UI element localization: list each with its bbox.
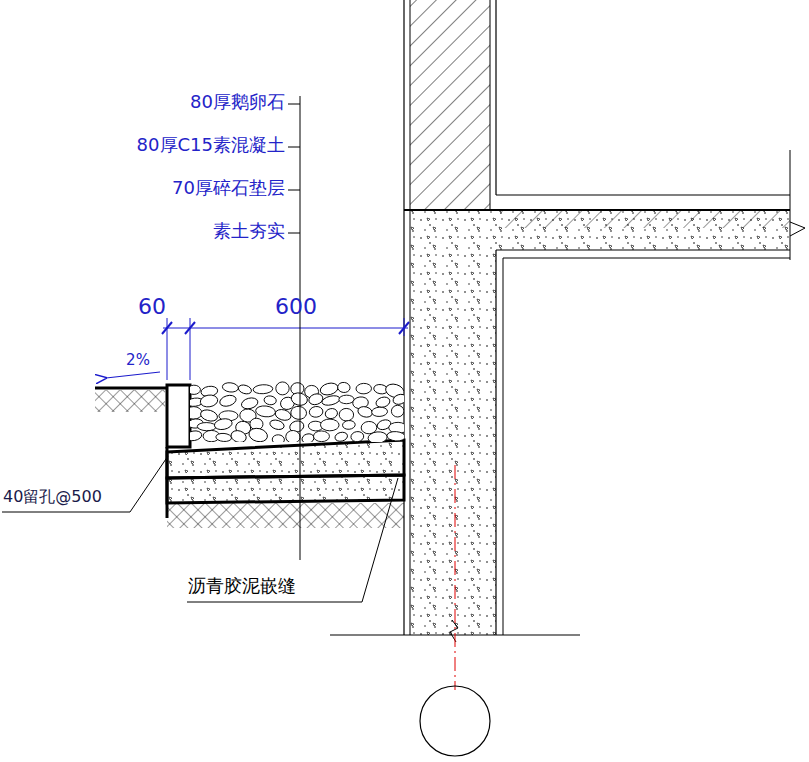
pebble bbox=[334, 431, 348, 442]
pebble bbox=[269, 418, 285, 431]
pebble bbox=[375, 395, 391, 408]
pebble bbox=[342, 420, 355, 430]
pebble bbox=[216, 433, 232, 442]
pebble bbox=[190, 430, 203, 442]
pebble bbox=[218, 394, 237, 409]
pebble bbox=[392, 393, 404, 406]
note-label: 40留孔@500 bbox=[3, 488, 102, 506]
dimension-label: 60 bbox=[138, 294, 166, 319]
pebble bbox=[321, 394, 341, 407]
pebble bbox=[387, 431, 404, 442]
pebble bbox=[337, 382, 351, 394]
pebble bbox=[290, 391, 309, 407]
pebble bbox=[307, 392, 324, 406]
note-label: 沥青胶泥嵌缝 bbox=[188, 576, 296, 597]
slope-label: 2% bbox=[126, 352, 150, 369]
pebble bbox=[248, 426, 269, 442]
pebble bbox=[264, 395, 277, 405]
pebble bbox=[290, 406, 307, 421]
pebble bbox=[255, 405, 276, 418]
pebble bbox=[309, 406, 324, 418]
dimension-label: 600 bbox=[275, 294, 317, 319]
pebble bbox=[350, 431, 364, 442]
pebble bbox=[230, 429, 248, 442]
layer-label: 素土夯实 bbox=[213, 221, 285, 242]
pebble bbox=[199, 394, 218, 408]
layer-label: 70厚碎石垫层 bbox=[172, 178, 285, 199]
pebble bbox=[324, 407, 338, 419]
pebble bbox=[368, 431, 388, 442]
pebble bbox=[272, 434, 285, 442]
pebble bbox=[356, 383, 372, 394]
pebble bbox=[301, 433, 315, 442]
pebble bbox=[371, 407, 387, 417]
layer-label: 80厚鹅卵石 bbox=[190, 92, 285, 113]
pebble bbox=[319, 381, 339, 396]
pebble bbox=[237, 383, 252, 395]
pebble bbox=[222, 382, 239, 393]
pebble bbox=[285, 430, 300, 442]
layer-label: 80厚C15素混凝土 bbox=[137, 135, 285, 156]
pebble bbox=[190, 385, 201, 395]
pebble bbox=[339, 408, 354, 422]
pebble bbox=[213, 417, 233, 431]
pebble bbox=[190, 406, 202, 419]
pebble bbox=[339, 395, 354, 404]
pebble bbox=[320, 419, 339, 431]
pebble bbox=[197, 422, 216, 431]
pebble bbox=[253, 384, 273, 394]
pebble bbox=[391, 405, 404, 417]
pebble bbox=[276, 382, 290, 395]
pebble bbox=[357, 405, 374, 419]
pebble bbox=[313, 431, 329, 442]
